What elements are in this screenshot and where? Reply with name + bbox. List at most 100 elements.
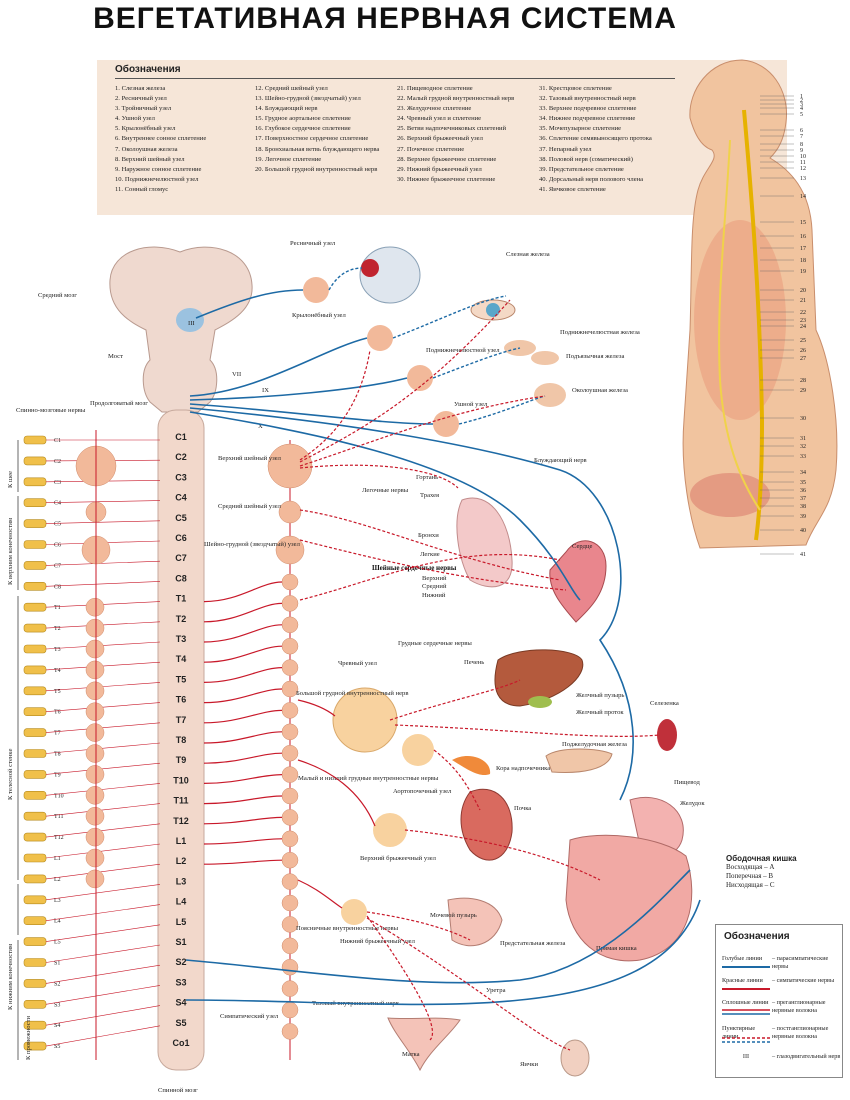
legend-item: 2. Ресничный узел (115, 95, 167, 103)
adrenal-cortex (452, 755, 491, 776)
right-chain-ganglion (281, 1023, 299, 1040)
segment-label: C7 (175, 553, 187, 563)
body-number: 23 (800, 318, 806, 324)
segment-label: T1 (176, 594, 187, 604)
segment-label: L1 (176, 836, 187, 846)
symp-preganglionic-fiber (203, 816, 283, 825)
colon-note-line-c: Нисходящая – C (726, 881, 775, 889)
symp-head-2 (299, 299, 511, 463)
nerve-root-bundle (23, 477, 47, 487)
label-aorticorenal: Аортопочечный узел (393, 788, 452, 795)
left-chain-ganglion (85, 723, 105, 742)
label-larynx: Гортань (416, 474, 438, 481)
root-label: L3 (54, 898, 61, 904)
right-chain-ganglion (281, 809, 299, 826)
right-chain-ganglion (281, 702, 299, 719)
legend-item: 39. Предстательное сплетение (539, 165, 624, 173)
nerve-oculomotor (195, 289, 304, 319)
nerve-root-bundle (23, 456, 47, 466)
segment-label: T8 (176, 735, 187, 745)
right-chain-ganglion (281, 873, 299, 890)
body-number: 28 (800, 378, 806, 384)
right-cervical-ganglion (267, 443, 313, 489)
label-uterus: Матка (402, 1051, 420, 1058)
legend-item: 27. Почечное сплетение (397, 145, 465, 153)
segment-label: T9 (176, 755, 187, 765)
symp-preganglionic-fiber (203, 581, 283, 603)
key-blue-desc: – парасимпатические нервы (772, 955, 829, 970)
body-number: 4 (800, 106, 803, 112)
legend-item: 29. Нижний брыжеечный узел (397, 165, 482, 173)
key-dashed-swatch (722, 1037, 770, 1043)
legend-item: 36. Сплетение семявыносящего протока (539, 135, 652, 143)
nerve-lacrimal (392, 295, 507, 339)
root-line (45, 863, 161, 880)
segment-label: S5 (175, 1018, 186, 1028)
root-label: C8 (54, 584, 61, 590)
bladder (447, 897, 503, 947)
root-line (45, 581, 161, 587)
right-chain-ganglion (281, 937, 299, 955)
label-prostate: Предстательная железа (500, 940, 565, 947)
colon-note-line-b: Поперечная – B (726, 872, 774, 880)
label-medulla: Продолговатый мозг (90, 400, 148, 407)
body-number: 41 (800, 552, 806, 558)
spleen (657, 719, 677, 751)
eye-pupil (486, 303, 500, 317)
label-submandibular: Поднижнечелюстной узел (426, 347, 500, 354)
uterus (387, 1017, 461, 1072)
symp-lesser-splanchnic (297, 759, 376, 827)
legend-item: 40. Дорсальный нерв полового члена (539, 175, 644, 183)
legend-item: 18. Бронхиальная ветвь блуждающего нерва (255, 145, 380, 153)
legend-item: 38. Половой нерв (соматический) (539, 155, 633, 163)
label-superior-cervical: Верхний шейный узел (218, 455, 282, 462)
segment-label: T11 (173, 796, 188, 806)
left-chain-ganglion (85, 744, 105, 763)
ganglion-inferior-mesenteric (341, 899, 367, 925)
body-number-labels: 1234567891011121314151617181920212223242… (760, 94, 806, 558)
body-number: 30 (800, 416, 806, 422)
right-chain-ganglion (281, 573, 299, 591)
label-greater-splanchnic: Большой грудной внутренностный нерв (296, 690, 408, 697)
right-chain-ganglion (281, 723, 299, 741)
intestines (565, 834, 693, 962)
symp-cardiac-low (299, 539, 567, 591)
body-number: 7 (800, 134, 803, 140)
right-chain-ganglion (281, 916, 299, 933)
nerve-root-bundle (23, 895, 47, 905)
right-cervical-ganglion (275, 535, 305, 565)
brain-shape (109, 246, 253, 413)
segment-label: C4 (175, 493, 187, 503)
root-label: T10 (54, 793, 64, 799)
region-neck: К шее (7, 471, 14, 488)
body-number: 13 (800, 176, 806, 182)
line-key-panel: Обозначения Голубые линии – парасимпатич… (715, 924, 843, 1078)
label-bladder: Мочевой пузырь (430, 912, 477, 919)
root-label: T4 (54, 668, 61, 674)
ganglion-pterygopalatine (367, 325, 393, 351)
label-cardiac-nerves: Шейные сердечные нервы (372, 564, 457, 572)
right-chain-ganglion (281, 958, 299, 976)
root-label: C6 (54, 543, 61, 549)
legend-item: 16. Глубокое сердечное сплетение (255, 125, 351, 133)
sympathetic-preganglionic (203, 581, 376, 909)
segment-label: L4 (176, 897, 187, 907)
left-chain-ganglion (85, 869, 105, 889)
label-lungs: Легкие (420, 551, 440, 558)
root-line (45, 924, 161, 942)
label-lumbar-splanchnic: Поясничные внутренностные нервы (296, 925, 399, 932)
label-spleen: Селезенка (650, 700, 679, 707)
symp-head-3 (299, 395, 546, 467)
symp-intestine (404, 829, 601, 881)
page-title: ВЕГЕТАТИВНАЯ НЕРВНАЯ СИСТЕМА (93, 2, 677, 35)
label-cn9: IX (262, 387, 269, 394)
legend-item: 30. Нижнее брыжеечное сплетение (397, 175, 496, 183)
body-number: 15 (800, 220, 806, 226)
label-testes: Яички (520, 1061, 538, 1068)
right-chain-ganglion (281, 766, 299, 783)
segment-label: S4 (175, 998, 186, 1008)
gallbladder (528, 696, 552, 708)
legend-item: 32. Тазовый внутренностный нерв (539, 95, 636, 103)
